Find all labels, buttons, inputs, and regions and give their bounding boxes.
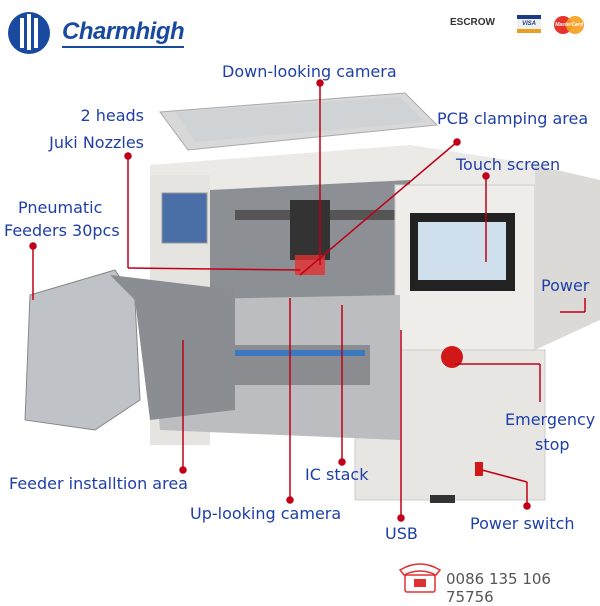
label-feeders-line1: Pneumatic: [18, 198, 103, 217]
label-feeder-installation-area: Feeder installtion area: [9, 474, 188, 493]
label-emergency-line2: stop: [535, 435, 570, 454]
mastercard-badge: MasterCard: [555, 22, 583, 28]
label-emergency-line1: Emergency: [505, 410, 596, 429]
label-heads-line1: 2 heads: [80, 106, 144, 125]
visa-badge: VISA: [517, 15, 541, 33]
label-usb: USB: [385, 524, 418, 543]
phone-number: 0086 135 106 75756: [446, 570, 551, 606]
label-feeders-line2: Feeders 30pcs: [4, 221, 120, 240]
label-power: Power: [541, 276, 590, 295]
label-heads-line2: Juki Nozzles: [49, 133, 144, 152]
mastercard-icon: [554, 16, 584, 34]
escrow-badge: ESCROW: [450, 17, 495, 28]
telephone-icon: [398, 563, 442, 593]
label-pcb-clamping-area: PCB clamping area: [437, 109, 589, 128]
label-touch-screen: Touch screen: [456, 155, 561, 174]
leader-lines: [29, 79, 586, 522]
brand-logo: Charmhigh: [62, 18, 185, 48]
label-power-switch: Power switch: [470, 514, 575, 533]
label-up-looking-camera: Up-looking camera: [190, 504, 342, 523]
charmhigh-logo-icon: [8, 12, 50, 54]
label-ic-stack: IC stack: [305, 465, 369, 484]
label-down-looking-camera: Down-looking camera: [222, 62, 397, 81]
